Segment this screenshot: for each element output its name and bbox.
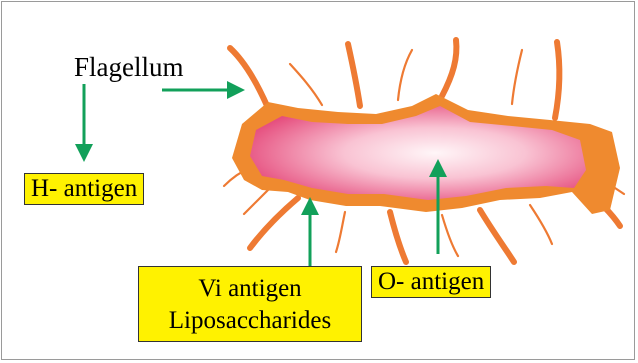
o-antigen-label: O- antigen: [371, 266, 491, 298]
vi-antigen-label-box: Vi antigen Liposaccharides: [138, 266, 362, 342]
vi-antigen-label: Vi antigen: [143, 273, 357, 305]
flagellum-label: Flagellum: [74, 54, 184, 81]
liposaccharides-label: Liposaccharides: [143, 305, 357, 337]
h-antigen-label: H- antigen: [24, 173, 144, 205]
